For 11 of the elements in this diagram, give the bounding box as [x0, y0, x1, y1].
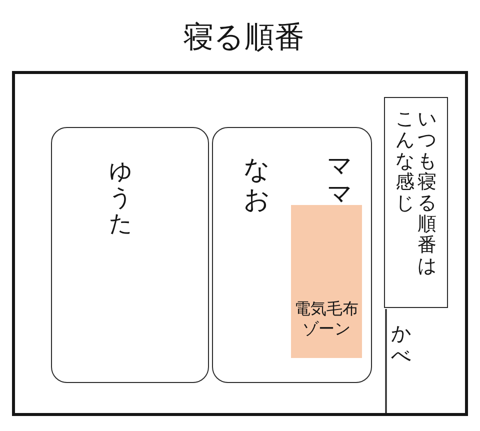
note-text: いつも寝る順番はこんな感じ [394, 109, 438, 277]
futon [212, 127, 372, 383]
futon [51, 127, 209, 383]
blanket-zone [291, 205, 362, 358]
title: 寝る順番 [184, 20, 304, 55]
note-box [384, 97, 448, 308]
zone-label: 電気毛布ゾーン [294, 299, 360, 339]
name-label: なお [242, 155, 272, 215]
name-label: ゆうた [108, 159, 134, 237]
wall-label: かべ [390, 322, 412, 366]
name-label: ママ [326, 152, 354, 208]
